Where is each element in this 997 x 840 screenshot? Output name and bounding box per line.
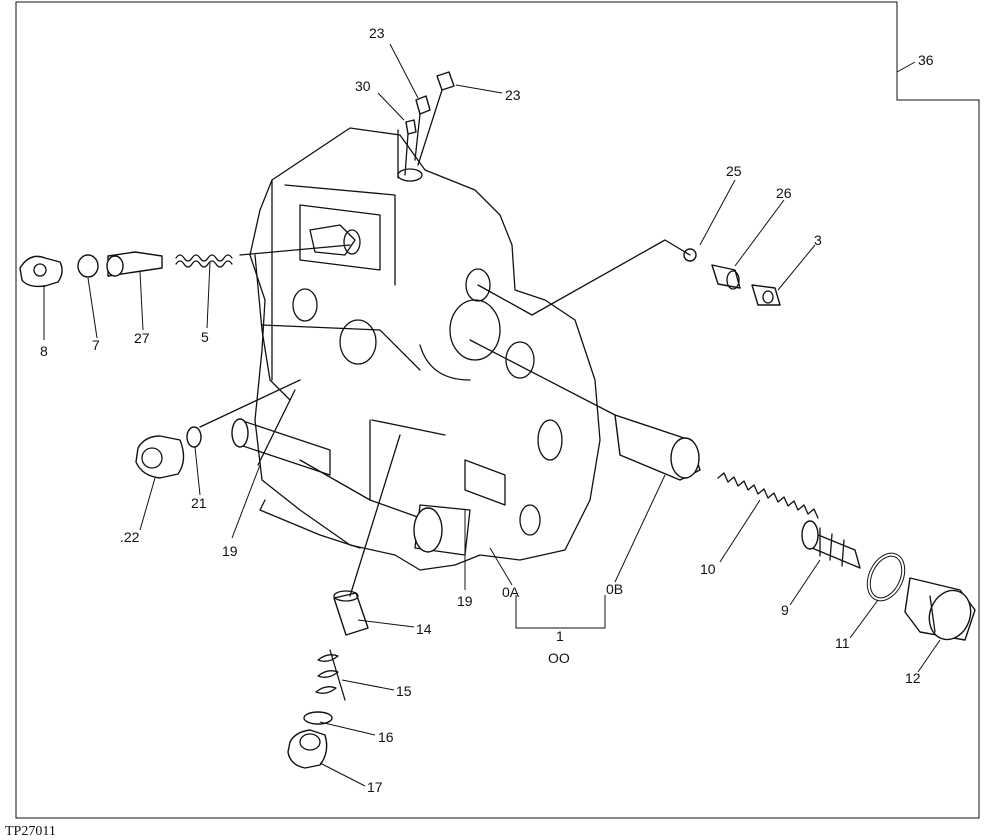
callout-14: 14	[416, 621, 432, 637]
callout-16: 16	[378, 729, 394, 745]
valve-housing	[249, 127, 601, 571]
lower-parts-chain	[287, 434, 401, 769]
callout-1: 1	[556, 628, 564, 644]
callout-19-left: 19	[222, 543, 238, 559]
spring-10	[717, 472, 819, 519]
callout-9: 9	[781, 602, 789, 618]
callout-5: 5	[201, 329, 209, 345]
callout-11: 11	[835, 635, 850, 651]
plug-12	[904, 577, 976, 641]
figure-code: TP27011	[5, 824, 56, 839]
callout-00: OO	[548, 650, 570, 666]
leader-lines	[43, 43, 941, 787]
callout-23-right: 23	[505, 87, 521, 103]
callout-12: 12	[905, 670, 921, 686]
callout-30: 30	[355, 78, 371, 94]
top-plugs	[397, 71, 455, 179]
o-ring-11-inner	[869, 555, 903, 599]
callout-10: 10	[700, 561, 716, 577]
left-parts-chain	[19, 244, 351, 288]
callout-27: 27	[134, 330, 150, 346]
callout-21: 21	[191, 495, 207, 511]
center-spool	[413, 459, 506, 556]
callout-17: 17	[367, 779, 383, 795]
callout-8: 8	[40, 343, 48, 359]
right-spool	[469, 339, 701, 481]
callout-25: 25	[726, 163, 742, 179]
callout-15: 15	[396, 683, 412, 699]
callout-23-top: 23	[369, 25, 385, 41]
callout-labels: 36 23 23 30 25 26 3 8 7 27 5 .22 21 19 1…	[40, 25, 934, 795]
spring-seat-9	[801, 520, 861, 569]
callout-3: 3	[814, 232, 822, 248]
right-upper-parts	[477, 239, 781, 316]
left-spool	[231, 389, 331, 476]
callout-0B: 0B	[606, 581, 623, 597]
callout-36: 36	[918, 52, 934, 68]
callout-19-center: 19	[457, 593, 473, 609]
callout-26: 26	[776, 185, 792, 201]
left-plug	[135, 379, 301, 479]
o-ring-11	[866, 552, 906, 602]
callout-7: 7	[92, 337, 100, 353]
diagram-frame	[15, 1, 980, 819]
callout-0A: 0A	[502, 584, 520, 600]
callout-22: .22	[120, 529, 140, 545]
